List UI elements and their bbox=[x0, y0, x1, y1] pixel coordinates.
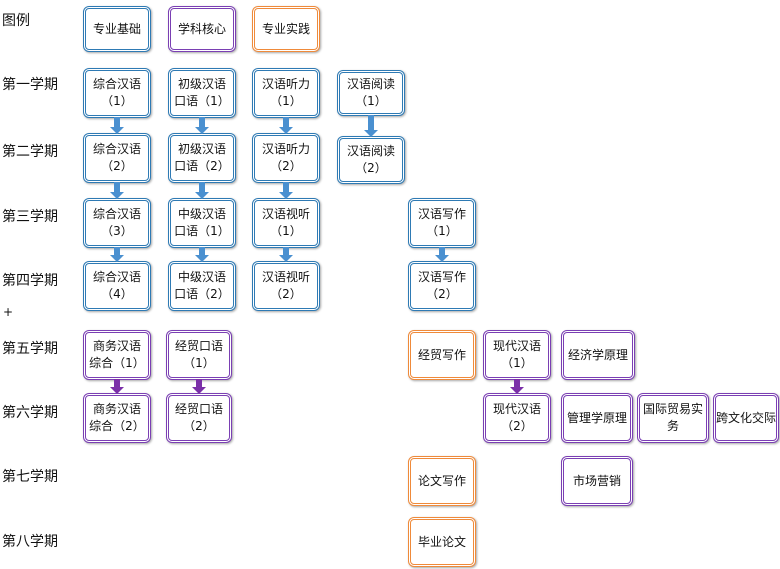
arrow-down-icon bbox=[110, 247, 124, 262]
arrow-down-icon bbox=[195, 117, 209, 134]
course-hytl1: 汉语听力 （1） bbox=[252, 68, 320, 118]
course-bylw: 毕业论文 bbox=[408, 517, 476, 567]
semester-label-1: 第一学期 bbox=[2, 77, 58, 93]
course-zjky2: 中级汉语 口语（2） bbox=[168, 261, 236, 311]
course-lwxz: 论文写作 bbox=[408, 456, 476, 506]
course-hytl2: 汉语听力 （2） bbox=[252, 133, 320, 183]
course-jmky1: 经贸口语 （1） bbox=[166, 330, 232, 380]
course-zhhy2: 综合汉语 （2） bbox=[83, 133, 151, 183]
course-hyyd2: 汉语阅读 （2） bbox=[337, 136, 405, 184]
arrow-down-icon bbox=[110, 117, 124, 134]
semester-label-4: 第四学期 bbox=[2, 273, 58, 289]
course-xdhy1: 现代汉语 （1） bbox=[483, 330, 551, 380]
arrow-down-icon bbox=[110, 379, 124, 394]
semester-label-6: 第六学期 bbox=[2, 405, 58, 421]
semester-label-3: 第三学期 bbox=[2, 209, 58, 225]
legend-title: 图例 bbox=[2, 13, 30, 29]
course-swhy2: 商务汉语 综合（2） bbox=[83, 393, 151, 443]
arrow-down-icon bbox=[192, 379, 206, 394]
arrow-down-icon bbox=[435, 247, 449, 262]
legend-foundation: 专业基础 bbox=[83, 6, 151, 52]
course-zhhy4: 综合汉语 （4） bbox=[83, 261, 151, 311]
course-hyst2: 汉语视听 （2） bbox=[252, 261, 320, 311]
course-hyyd1: 汉语阅读 （1） bbox=[337, 70, 405, 116]
arrow-down-icon bbox=[279, 247, 293, 262]
semester-label-2: 第二学期 bbox=[2, 144, 58, 160]
semester-label-8: 第八学期 bbox=[2, 534, 58, 550]
course-jjxyl: 经济学原理 bbox=[561, 330, 635, 380]
course-jmky2: 经贸口语 （2） bbox=[166, 393, 232, 443]
arrow-down-icon bbox=[110, 182, 124, 199]
arrow-down-icon bbox=[364, 115, 378, 137]
arrow-down-icon bbox=[279, 117, 293, 134]
semester-label-7: 第七学期 bbox=[2, 469, 58, 485]
arrow-down-icon bbox=[279, 182, 293, 199]
course-hyst1: 汉语视听 （1） bbox=[252, 198, 320, 248]
plus-mark: + bbox=[3, 305, 14, 319]
course-kwhjj: 跨文化交际 bbox=[713, 393, 779, 443]
course-cjky2: 初级汉语 口语（2） bbox=[168, 133, 236, 183]
course-zhhy3: 综合汉语 （3） bbox=[83, 198, 151, 248]
arrow-down-icon bbox=[510, 379, 524, 394]
arrow-down-icon bbox=[195, 247, 209, 262]
course-zhhy1: 综合汉语 （1） bbox=[83, 68, 151, 118]
course-scyx: 市场营销 bbox=[561, 456, 633, 506]
course-hyxz2: 汉语写作 （2） bbox=[408, 261, 476, 311]
course-gjmy: 国际贸易实 务 bbox=[637, 393, 709, 443]
course-cjky1: 初级汉语 口语（1） bbox=[168, 68, 236, 118]
course-xdhy2: 现代汉语 （2） bbox=[483, 393, 551, 443]
course-swhy1: 商务汉语 综合（1） bbox=[83, 330, 151, 380]
course-glxyl: 管理学原理 bbox=[561, 393, 633, 443]
semester-label-5: 第五学期 bbox=[2, 341, 58, 357]
legend-core: 学科核心 bbox=[168, 6, 236, 52]
course-jmxz: 经贸写作 bbox=[408, 330, 476, 380]
course-hyxz1: 汉语写作 （1） bbox=[408, 198, 476, 248]
arrow-down-icon bbox=[195, 182, 209, 199]
legend-practice: 专业实践 bbox=[252, 6, 320, 52]
course-zjky1: 中级汉语 口语（1） bbox=[168, 198, 236, 248]
